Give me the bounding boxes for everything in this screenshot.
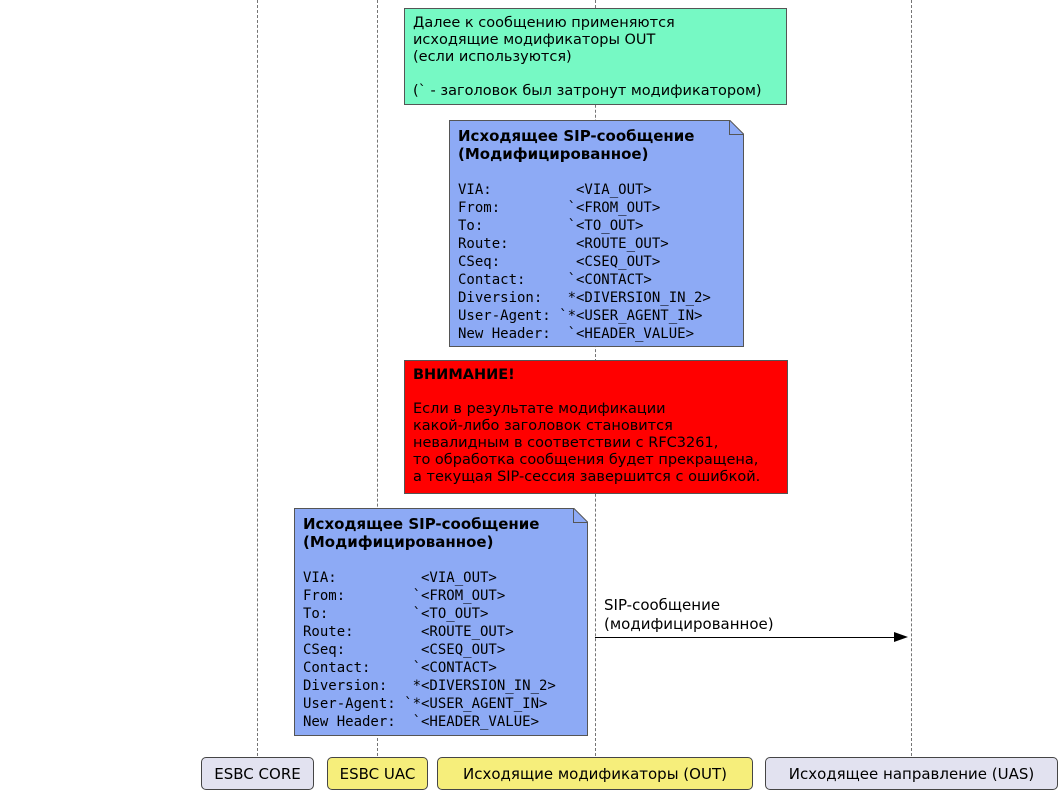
- note-outgoing-sip-message-modified-2: Исходящее SIP-сообщение(Модифицированное…: [294, 508, 588, 736]
- sip-headers-block: VIA: <VIA_OUT> From: `<FROM_OUT> To: `<TO_…: [458, 163, 735, 343]
- text-line: SIP-сообщение: [604, 596, 721, 614]
- text-line: (Модифицированное): [458, 145, 649, 163]
- arrow-head-icon: [894, 632, 908, 642]
- text-line: From: `<FROM_OUT>: [303, 588, 506, 604]
- text-line: Исходящее SIP-сообщение: [303, 515, 540, 533]
- text-line: From: `<FROM_OUT>: [458, 200, 661, 216]
- text-line: Если в результате модификации: [413, 401, 666, 417]
- text-line: To: `<TO_OUT>: [303, 606, 489, 622]
- lifeline-uas-direction: [911, 0, 912, 756]
- note-outgoing-sip-message-modified-1: Исходящее SIP-сообщение(Модифицированное…: [449, 120, 744, 347]
- text-line: CSeq: <CSEQ_OUT>: [458, 254, 661, 270]
- note-title: Исходящее SIP-сообщение(Модифицированное…: [458, 127, 735, 163]
- text-line: [413, 384, 779, 401]
- text-line: [413, 66, 778, 83]
- text-line: User-Agent: `*<USER_AGENT_IN>: [458, 308, 703, 324]
- participant-out-modifiers: Исходящие модификаторы (OUT): [437, 757, 753, 790]
- text-line: New Header: `<HEADER_VALUE>: [303, 714, 540, 730]
- text-line: а текущая SIP-сессия завершится с ошибко…: [413, 469, 761, 485]
- text-line: какой-либо заголовок становится: [413, 418, 673, 434]
- text-line: (модифицированное): [604, 615, 774, 633]
- text-line: Route: <ROUTE_OUT>: [303, 624, 514, 640]
- text-line: Contact: `<CONTACT>: [303, 660, 497, 676]
- text-line: (если используются): [413, 49, 572, 65]
- text-line: (Модифицированное): [303, 533, 494, 551]
- text-line: исходящие модификаторы OUT: [413, 32, 656, 48]
- note-title: Исходящее SIP-сообщение(Модифицированное…: [303, 515, 579, 551]
- participant-esbc-core: ESBC CORE: [201, 757, 314, 790]
- text-line: Diversion: *<DIVERSION_IN_2>: [303, 678, 556, 694]
- participant-uas-direction: Исходящее направление (UAS): [765, 757, 1058, 790]
- text-line: VIA: <VIA_OUT>: [458, 182, 652, 198]
- text-line: Исходящее SIP-сообщение: [458, 127, 695, 145]
- text-line: Далее к сообщению применяются: [413, 15, 675, 31]
- folded-corner-icon: [729, 120, 744, 135]
- text-line: невалидным в соответствии с RFC3261,: [413, 435, 719, 451]
- text-line: VIA: <VIA_OUT>: [303, 570, 497, 586]
- text-line: Contact: `<CONTACT>: [458, 272, 652, 288]
- lifeline-esbc-core: [257, 0, 258, 756]
- text-line: Route: <ROUTE_OUT>: [458, 236, 669, 252]
- text-line: [303, 551, 579, 569]
- text-line: то обработка сообщения будет прекращена,: [413, 452, 759, 468]
- text-line: ВНИМАНИЕ!: [413, 367, 515, 383]
- text-line: CSeq: <CSEQ_OUT>: [303, 642, 506, 658]
- sip-headers-block: VIA: <VIA_OUT> From: `<FROM_OUT> To: `<TO_…: [303, 551, 579, 731]
- folded-corner-icon: [573, 508, 588, 523]
- text-line: [458, 163, 735, 181]
- text-line: To: `<TO_OUT>: [458, 218, 644, 234]
- message-label: SIP-сообщение(модифицированное): [604, 596, 774, 634]
- lifeline-esbc-uac: [377, 0, 378, 756]
- text-line: (` - заголовок был затронут модификаторо…: [413, 83, 762, 99]
- participant-esbc-uac: ESBC UAC: [327, 757, 428, 790]
- text-line: User-Agent: `*<USER_AGENT_IN>: [303, 696, 548, 712]
- message-arrow: [595, 637, 896, 638]
- text-line: New Header: `<HEADER_VALUE>: [458, 326, 695, 342]
- text-line: Diversion: *<DIVERSION_IN_2>: [458, 290, 711, 306]
